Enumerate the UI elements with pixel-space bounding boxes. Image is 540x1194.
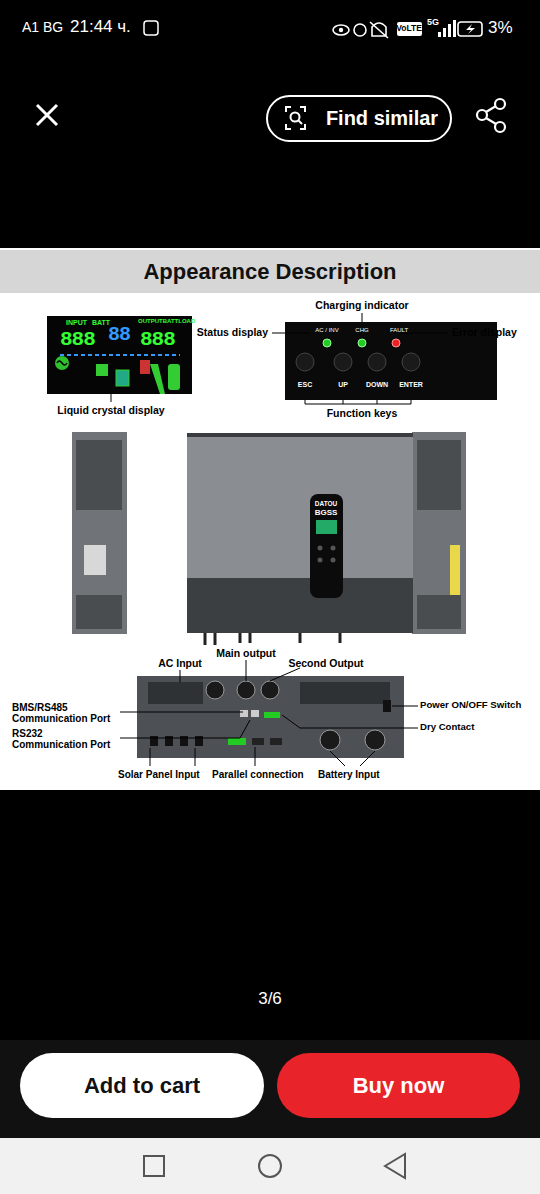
led-label: FAULT (390, 327, 408, 334)
lcd-digits: 888 (60, 328, 95, 351)
page-indicator: 3/6 (258, 990, 282, 1009)
part-label: Solar Panel Input (118, 769, 200, 780)
key-label: ESC (298, 381, 312, 389)
key-label: UP (338, 381, 348, 389)
part-label: RS232 Communication Port (12, 728, 117, 750)
button-text: Buy now (353, 1073, 445, 1099)
part-label: AC Input (158, 658, 202, 670)
button-text: Find similar (326, 107, 438, 130)
lcd-digits: 888 (140, 328, 175, 351)
button-text: Add to cart (84, 1073, 200, 1099)
lcd-text: BATT (92, 319, 110, 327)
action-button: Buy now (277, 1053, 520, 1118)
part-label: Parallel connection (212, 769, 304, 780)
part-label: Battery Input (318, 769, 380, 780)
section-band: Appearance Description (0, 250, 540, 293)
button-text: Appearance Description (143, 259, 396, 285)
part-label: BMS/RS485 Communication Port (12, 702, 117, 724)
part-label: Charging indicator (315, 300, 408, 312)
part-label: Liquid crystal display (57, 405, 164, 417)
action-button: Find similar (266, 95, 452, 142)
lcd-text: OUTPUTBATTLOAD (138, 318, 195, 325)
led-label: CHG (355, 327, 368, 334)
part-label: Error display (452, 327, 517, 339)
part-label: Function keys (327, 408, 398, 420)
part-label: Second Output (288, 658, 363, 670)
network-badge: VoLTE (396, 24, 422, 33)
clock: 21:44 ч. (70, 18, 131, 37)
carrier-name: A1 BG (22, 20, 63, 35)
part-label: Dry Contact (420, 722, 474, 733)
brand-text: DATOU (315, 500, 338, 507)
part-label: Main output (216, 648, 275, 660)
part-label: Status display (197, 327, 268, 339)
lcd-digits: 88 (108, 324, 130, 346)
part-label: Power ON/OFF Switch (420, 700, 521, 711)
key-label: DOWN (366, 381, 388, 389)
key-label: ENTER (399, 381, 423, 389)
battery-level: 3% (488, 19, 513, 38)
action-button: Add to cart (20, 1053, 264, 1118)
network-badge: 5G (427, 18, 439, 28)
lcd-text: INPUT (66, 319, 87, 327)
model-text: BGSS (315, 509, 338, 518)
led-label: AC / INV (315, 327, 338, 334)
